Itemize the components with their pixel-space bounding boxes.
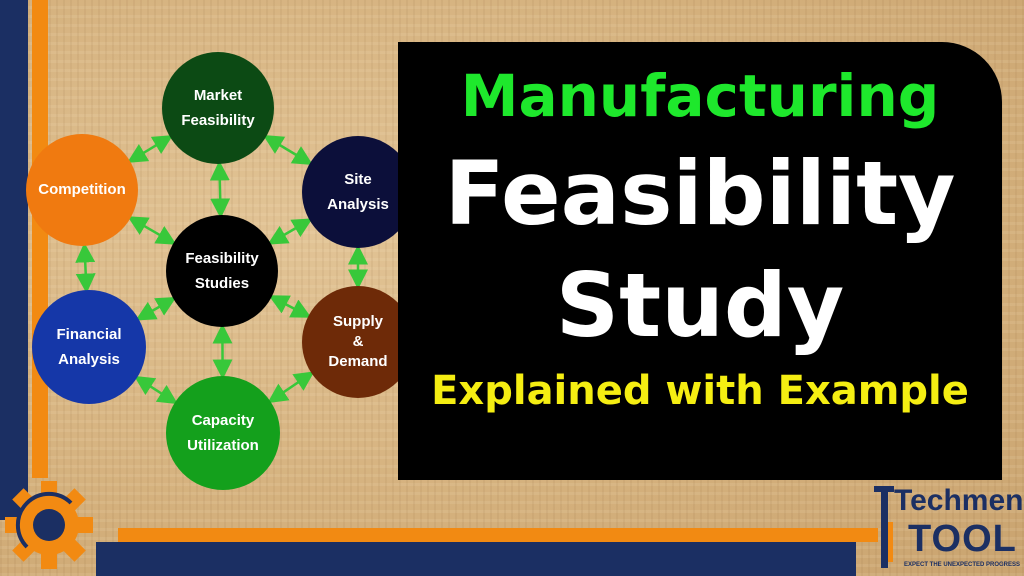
logo-bottom-text: TOOL (908, 518, 1017, 560)
title-subtitle: Explained with Example (431, 368, 969, 414)
spoke-arrow-2 (268, 295, 312, 318)
gear-icon (5, 481, 93, 569)
ring-arrow-3 (134, 375, 178, 405)
logo-tagline: EXPECT THE UNEXPECTED PROGRESS (904, 562, 1021, 568)
logo-top-text: Techmen (894, 484, 1024, 517)
center-node-feasibility-studies: Feasibility Studies (166, 215, 278, 327)
bottom-orange-bar (118, 528, 878, 542)
title-line-2: Feasibility (444, 142, 956, 245)
title-line-3: Study (555, 254, 845, 357)
logo-mark (874, 486, 894, 568)
node-capacity-utilization: Capacity Utilization (166, 376, 280, 490)
bottom-navy-bar (96, 542, 856, 576)
ring-arrow-5 (126, 135, 174, 163)
node-financial-analysis: Financial Analysis (32, 290, 146, 404)
spoke-arrow-1 (267, 218, 313, 245)
diagram-arrows (75, 135, 368, 405)
title-panel: Manufacturing Feasibility Study Explaine… (398, 42, 1002, 480)
spoke-arrow-4 (135, 297, 177, 321)
node-label: Financial Analysis (56, 325, 122, 369)
node-label: Supply & Demand (328, 312, 388, 371)
node-label: Capacity Utilization (187, 411, 259, 455)
left-navy-bar (0, 0, 28, 520)
node-market-feasibility: Market Feasibility (162, 52, 274, 164)
ring-arrow-2 (267, 371, 315, 404)
techmen-tool-logo: Techmen TOOL EXPECT THE UNEXPECTED PROGR… (872, 482, 1024, 574)
center-node-label: Feasibility Studies (185, 249, 259, 293)
node-label: Competition (38, 181, 126, 199)
spoke-arrow-5 (127, 216, 177, 245)
node-label: Market Feasibility (181, 86, 255, 130)
feasibility-diagram: Feasibility Studies Market Feasibility S… (0, 0, 414, 520)
node-site-analysis: Site Analysis (302, 136, 414, 248)
node-competition: Competition (26, 134, 138, 246)
ring-arrow-4 (75, 242, 96, 294)
node-label: Site Analysis (327, 170, 389, 214)
spoke-arrow-0 (209, 160, 231, 219)
node-supply-demand: Supply & Demand (302, 286, 414, 398)
title-line-1: Manufacturing (460, 62, 940, 130)
ring-arrow-0 (263, 135, 313, 165)
